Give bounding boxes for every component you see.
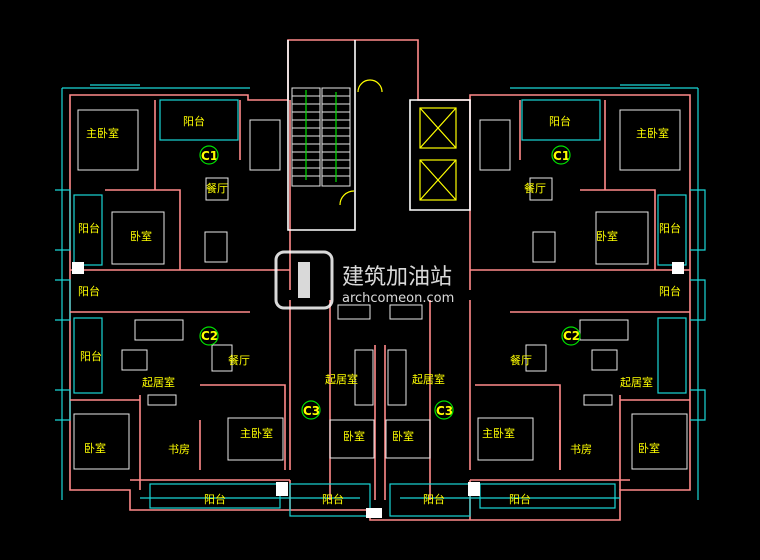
watermark-subtitle: archcomeon.com: [342, 291, 454, 306]
furniture: [121, 119, 629, 406]
room-label: 阳台: [183, 114, 205, 128]
room-label: 起居室: [325, 372, 358, 386]
room-label: 卧室: [392, 429, 414, 443]
watermark-title: 建筑加油站: [342, 265, 452, 290]
unit-tag: C2: [563, 329, 580, 343]
room-label: 卧室: [596, 229, 618, 243]
room-label: 卧室: [343, 429, 365, 443]
unit-tag: C3: [436, 404, 453, 418]
room-label: 主卧室: [240, 426, 273, 440]
room-label: 阳台: [78, 284, 100, 298]
unit-tag: C1: [201, 149, 218, 163]
room-labels: 主卧室 阳台 C1 餐厅 阳台 卧室 阳台 C2 阳台 餐厅 起居室 卧室 书房…: [78, 114, 681, 506]
room-label: 阳台: [659, 284, 681, 298]
balconies: [73, 99, 687, 517]
unit-tag: C1: [553, 149, 570, 163]
staircase: [291, 87, 351, 187]
room-label: 卧室: [638, 441, 660, 455]
room-label: 主卧室: [636, 126, 669, 140]
unit-tag: C2: [201, 329, 218, 343]
watermark: 建筑加油站 archcomeon.com: [274, 250, 454, 310]
room-label: 起居室: [412, 372, 445, 386]
room-label: 餐厅: [206, 181, 228, 195]
room-label: 阳台: [423, 492, 445, 506]
room-label: 阳台: [204, 492, 226, 506]
elevator-shafts: [339, 79, 457, 206]
room-label: 起居室: [620, 375, 653, 389]
room-label: 阳台: [659, 221, 681, 235]
room-label: 阳台: [78, 221, 100, 235]
unit-tag-circles: [199, 145, 581, 420]
interior-walls: [70, 40, 690, 520]
room-label: 书房: [168, 443, 190, 456]
room-label: 餐厅: [524, 181, 546, 195]
room-label: 阳台: [80, 349, 102, 363]
room-label: 书房: [570, 443, 592, 456]
room-label: 阳台: [509, 492, 531, 506]
room-label: 阳台: [322, 492, 344, 506]
columns: [72, 262, 684, 518]
room-label: 主卧室: [86, 126, 119, 140]
watermark-logo-icon: [274, 250, 334, 310]
room-label: 阳台: [549, 114, 571, 128]
room-label: 卧室: [130, 229, 152, 243]
room-label: 主卧室: [482, 426, 515, 440]
beds: [73, 109, 688, 470]
room-label: 起居室: [142, 375, 175, 389]
room-label: 餐厅: [510, 353, 532, 367]
exterior-walls: [55, 39, 706, 521]
room-label: 餐厅: [228, 353, 250, 367]
unit-tag: C3: [303, 404, 320, 418]
room-label: 卧室: [84, 441, 106, 455]
